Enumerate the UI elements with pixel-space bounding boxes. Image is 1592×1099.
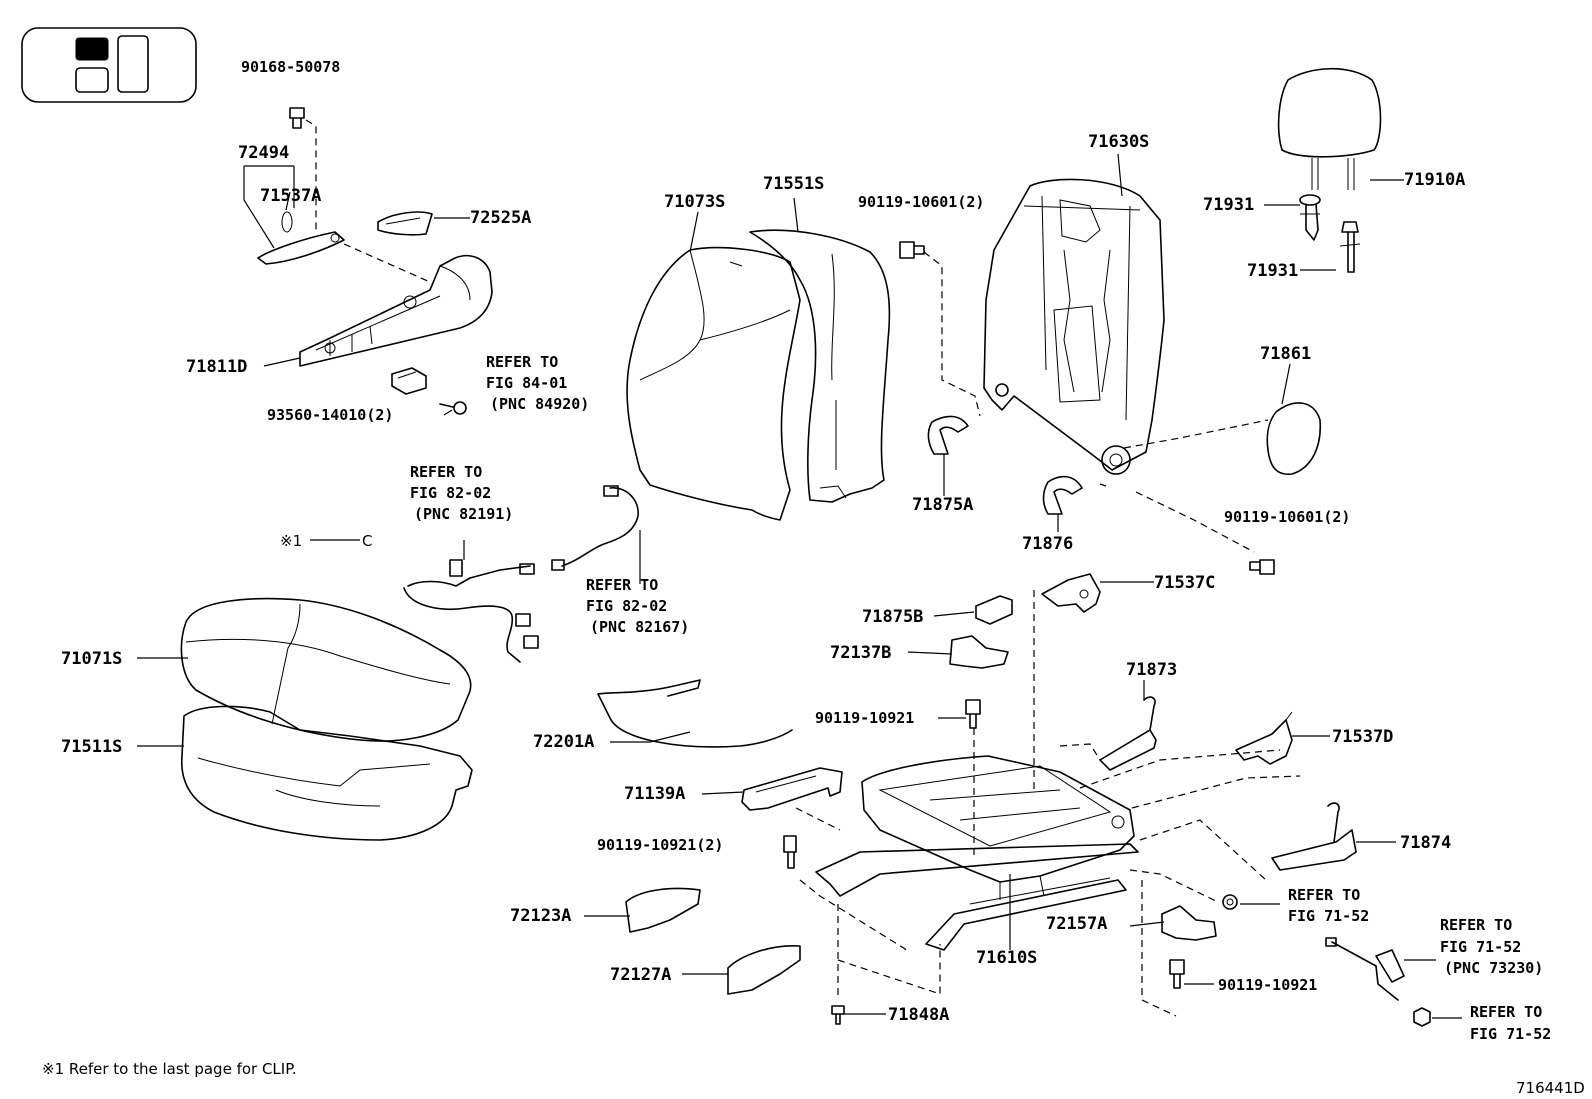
clip-c-glyph: C <box>362 532 372 550</box>
screw-93560-icon <box>439 401 467 415</box>
label-refer-84-01-line2: FIG 84-01 <box>486 374 567 392</box>
cover-71537D-icon <box>1235 711 1293 765</box>
label-71875B: 71875B <box>862 607 923 627</box>
label-refer-82-02-b-line1: REFER TO <box>586 576 658 594</box>
label-72127A: 72127A <box>610 965 671 985</box>
cover-71876-icon <box>1042 475 1083 515</box>
label-refer-82-02-a-line2: FIG 82-02 <box>410 484 491 502</box>
harness-82191-icon <box>403 559 539 663</box>
label-71139A: 71139A <box>624 784 685 804</box>
cushion-cover-71071S-icon <box>180 597 472 742</box>
seatback-frame-71630S-icon <box>983 178 1165 475</box>
cover-71537C-icon <box>1041 573 1101 613</box>
cover-72525A-icon <box>377 211 433 236</box>
seatback-pad-71551S-icon <box>749 229 891 503</box>
cushion-pad-71511S-icon <box>180 705 473 841</box>
label-71551S: 71551S <box>763 174 824 194</box>
label-refer-82-02-b-line3: (PNC 82167) <box>590 618 689 636</box>
bolt-90119-10921-2-icon <box>783 835 797 869</box>
label-90119-10921-b: 90119-10921 <box>1218 976 1317 994</box>
label-71511S: 71511S <box>61 737 122 757</box>
bolt-90119-10921-a-icon <box>965 699 981 729</box>
label-71873: 71873 <box>1126 660 1177 680</box>
clip-71-52-icon <box>1222 894 1238 910</box>
knob-72494-icon <box>257 211 345 265</box>
label-90119-10601-top: 90119-10601(2) <box>858 193 984 211</box>
label-71537A: 71537A <box>260 186 321 206</box>
footnote: ※1 Refer to the last page for CLIP. <box>42 1060 297 1078</box>
side-cover-71811D-icon <box>299 254 493 367</box>
label-refer-71-52-b-line1: REFER TO <box>1440 916 1512 934</box>
label-refer-71-52-c-line2: FIG 71-52 <box>1470 1025 1551 1043</box>
bolt-90119-10601-top-icon <box>899 241 925 259</box>
seatback-cover-71073S-icon <box>626 246 801 521</box>
cover-72137B-icon <box>949 635 1009 669</box>
cover-71861-icon <box>1266 402 1322 475</box>
headrest-71910A-icon <box>1277 67 1382 190</box>
rod-71874-icon <box>1271 802 1357 871</box>
harness-82167-icon <box>551 485 639 571</box>
bolt-90119-10601-mid-icon <box>1249 559 1275 575</box>
seat-position-locator-icon <box>21 27 197 103</box>
label-90119-10921-2: 90119-10921(2) <box>597 836 723 854</box>
label-90119-10921-a: 90119-10921 <box>815 709 914 727</box>
label-71848A: 71848A <box>888 1005 949 1025</box>
cover-72123A-icon <box>625 887 701 933</box>
label-clip-marker: ※1 <box>280 532 302 550</box>
cover-72157A-icon <box>1161 905 1217 941</box>
label-71630S: 71630S <box>1088 132 1149 152</box>
label-71931-a: 71931 <box>1203 195 1254 215</box>
label-refer-82-02-a-line1: REFER TO <box>410 463 482 481</box>
nut-71-52-icon <box>1413 1007 1431 1027</box>
bracket-71139A-icon <box>741 767 843 811</box>
bolt-90168-icon <box>289 107 305 129</box>
label-71537D: 71537D <box>1332 727 1393 747</box>
label-71071S: 71071S <box>61 649 122 669</box>
label-71861: 71861 <box>1260 344 1311 364</box>
figure-code: 716441D <box>1516 1079 1585 1097</box>
label-refer-71-52-b-line3: (PNC 73230) <box>1444 959 1543 977</box>
wire-72201A-icon <box>597 679 793 748</box>
label-refer-71-52-a-line2: FIG 71-52 <box>1288 907 1369 925</box>
label-71910A: 71910A <box>1404 170 1465 190</box>
label-refer-71-52-c-line1: REFER TO <box>1470 1003 1542 1021</box>
label-71874: 71874 <box>1400 833 1451 853</box>
label-72157A: 72157A <box>1046 914 1107 934</box>
label-72123A: 72123A <box>510 906 571 926</box>
label-72201A: 72201A <box>533 732 594 752</box>
label-71610S: 71610S <box>976 948 1037 968</box>
label-90168-50078: 90168-50078 <box>241 58 340 76</box>
bolt-90119-10921-b-icon <box>1169 959 1185 989</box>
cover-71875B-icon <box>975 595 1013 625</box>
rod-71873-icon <box>1099 696 1157 771</box>
label-93560-14010: 93560-14010(2) <box>267 406 393 424</box>
guide-71931-b-icon <box>1339 221 1361 273</box>
seatbelt-buckle-73230-icon <box>1325 937 1405 1001</box>
cushion-frame-71610S-icon <box>861 755 1135 900</box>
label-72494: 72494 <box>238 143 289 163</box>
label-refer-84-01-line3: (PNC 84920) <box>490 395 589 413</box>
switch-84920-icon <box>391 367 427 395</box>
guide-71931-a-icon <box>1299 194 1321 241</box>
label-90119-10601-mid: 90119-10601(2) <box>1224 508 1350 526</box>
cover-72127A-icon <box>727 945 801 995</box>
seat-rail-71610S-icon <box>815 843 1139 951</box>
label-refer-71-52-b-line2: FIG 71-52 <box>1440 938 1521 956</box>
cover-71875A-icon <box>927 415 969 455</box>
label-refer-82-02-b-line2: FIG 82-02 <box>586 597 667 615</box>
label-refer-71-52-a-line1: REFER TO <box>1288 886 1360 904</box>
label-71931-b: 71931 <box>1247 261 1298 281</box>
label-72137B: 72137B <box>830 643 891 663</box>
label-72525A: 72525A <box>470 208 531 228</box>
label-71876: 71876 <box>1022 534 1073 554</box>
label-71073S: 71073S <box>664 192 725 212</box>
pin-71848A-icon <box>831 1005 845 1025</box>
label-71875A: 71875A <box>912 495 973 515</box>
label-71537C: 71537C <box>1154 573 1215 593</box>
label-refer-84-01-line1: REFER TO <box>486 353 558 371</box>
label-refer-82-02-a-line3: (PNC 82191) <box>414 505 513 523</box>
label-71811D: 71811D <box>186 357 247 377</box>
